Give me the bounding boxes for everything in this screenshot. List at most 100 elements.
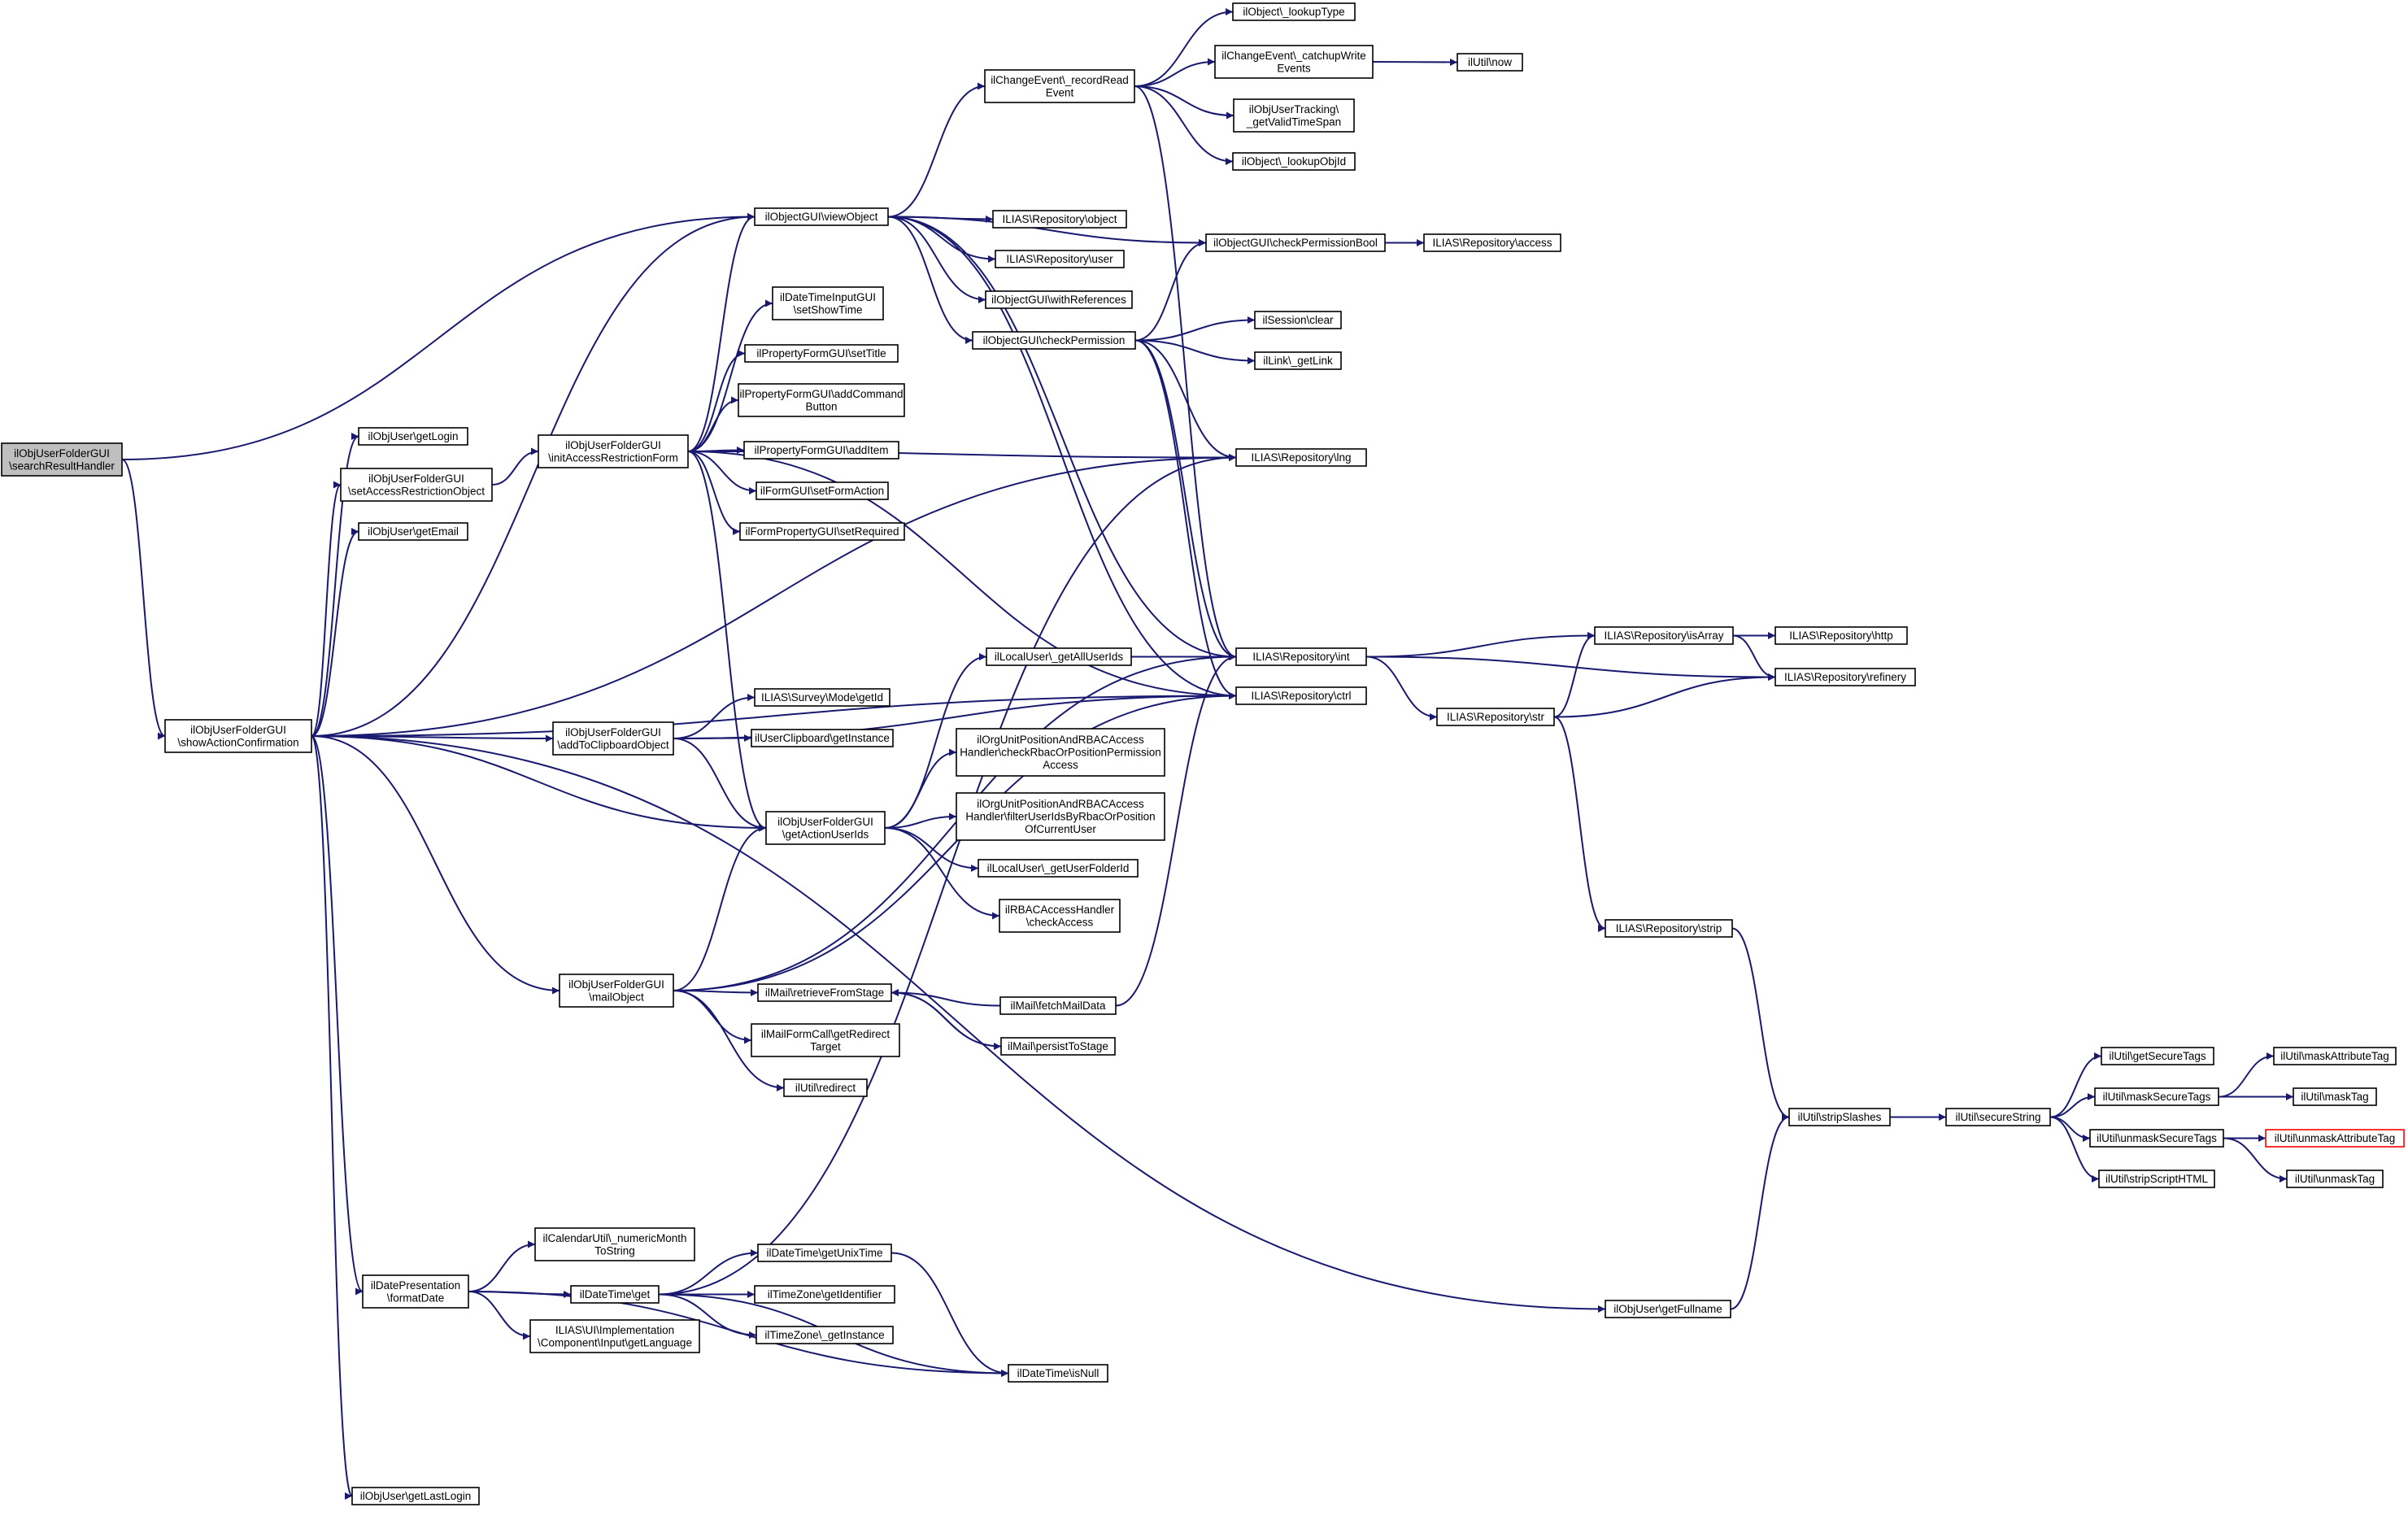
node-viewObj[interactable]: ilObjectGUI\viewObject <box>754 207 889 226</box>
node-sac[interactable]: ilObjUserFolderGUI\showActionConfirmatio… <box>164 719 312 753</box>
node-checkPermBool[interactable]: ilObjectGUI\checkPermissionBool <box>1205 233 1386 252</box>
edge-viewObj-to-checkPermBool <box>887 216 1207 246</box>
node-orgCheck[interactable]: ilOrgUnitPositionAndRBACAccessHandler\ch… <box>956 728 1165 777</box>
node-lookupObjId[interactable]: ilObject\_lookupObjId <box>1232 152 1356 171</box>
node-stripSlashes[interactable]: ilUtil\stripSlashes <box>1788 1108 1891 1126</box>
node-sessClear[interactable]: ilSession\clear <box>1254 311 1342 329</box>
node-dtGetUnix[interactable]: ilDateTime\getUnixTime <box>757 1244 892 1262</box>
node-dtSetShowTime[interactable]: ilDateTimeInputGUI\setShowTime <box>772 286 884 320</box>
node-now[interactable]: ilUtil\now <box>1457 53 1523 72</box>
edge-repoStr-to-repoStrip <box>1553 716 1606 932</box>
edge-dtGet-to-repoLng <box>658 454 1237 1296</box>
node-unmaskSecureTags[interactable]: ilUtil\unmaskSecureTags <box>2089 1129 2224 1148</box>
node-repoStrip[interactable]: ILIAS\Repository\strip <box>1605 919 1733 938</box>
node-label: ilTimeZone\getIdentifier <box>768 1288 882 1300</box>
node-maskSecureTags[interactable]: ilUtil\maskSecureTags <box>2094 1087 2219 1106</box>
node-repoRefinery[interactable]: ILIAS\Repository\refinery <box>1774 668 1916 686</box>
node-getFullname[interactable]: ilObjUser\getFullname <box>1605 1300 1731 1318</box>
node-secureString[interactable]: ilUtil\secureString <box>1945 1108 2051 1126</box>
node-label: \Component\Input\getLanguage <box>538 1336 692 1348</box>
node-fpSetReq[interactable]: ilFormPropertyGUI\setRequired <box>739 522 905 541</box>
node-lookupType[interactable]: ilObject\_lookupType <box>1232 2 1356 21</box>
node-tzGetInst[interactable]: ilTimeZone\_getInstance <box>755 1326 894 1344</box>
node-fSetAction[interactable]: ilFormGUI\setFormAction <box>755 481 889 500</box>
node-checkPerm[interactable]: ilObjectGUI\checkPermission <box>972 331 1136 350</box>
node-unmaskTag[interactable]: ilUtil\unmaskTag <box>2286 1170 2384 1188</box>
node-box <box>995 250 1125 268</box>
edge-checkPerm-to-sessClear <box>1134 316 1256 342</box>
node-box <box>2286 1170 2384 1188</box>
node-getSecureTags[interactable]: ilUtil\getSecureTags <box>2101 1047 2214 1065</box>
node-box <box>755 481 889 500</box>
node-mailRetrieve[interactable]: ilMail\retrieveFromStage <box>757 983 892 1002</box>
node-repoAccess[interactable]: ILIAS\Repository\access <box>1423 233 1561 252</box>
node-repoCtrl[interactable]: ILIAS\Repository\ctrl <box>1235 686 1367 705</box>
edge-viewObj-to-repoInt <box>887 216 1237 660</box>
node-label: ILIAS\Repository\strip <box>1616 922 1722 934</box>
edge-addClip-to-getUserIds <box>673 738 767 832</box>
node-mailObj[interactable]: ilObjUserFolderGUI\mailObject <box>559 974 674 1008</box>
node-pfSetTitle[interactable]: ilPropertyFormGUI\setTitle <box>744 344 899 363</box>
node-box <box>2273 1047 2397 1065</box>
node-label: ilPropertyFormGUI\addItem <box>754 444 888 456</box>
node-getAllUserIds[interactable]: ilLocalUser\_getAllUserIds <box>986 647 1132 666</box>
node-getLink[interactable]: ilLink\_getLink <box>1254 351 1342 370</box>
node-repoIsArray[interactable]: ILIAS\Repository\isArray <box>1594 626 1734 645</box>
node-orgFilter[interactable]: ilOrgUnitPositionAndRBACAccessHandler\fi… <box>956 792 1165 841</box>
node-label: ILIAS\Repository\ctrl <box>1251 690 1351 702</box>
edge-layer <box>121 8 2293 1500</box>
node-label: ilDateTime\getUnixTime <box>766 1247 882 1259</box>
node-pfAddItem[interactable]: ilPropertyFormGUI\addItem <box>743 441 899 460</box>
node-repoHttp[interactable]: ILIAS\Repository\http <box>1774 626 1908 645</box>
node-box <box>999 996 1117 1015</box>
node-label: Target <box>810 1040 841 1052</box>
node-mailFetch[interactable]: ilMail\fetchMailData <box>999 996 1117 1015</box>
node-mailPersist[interactable]: ilMail\persistToStage <box>1000 1037 1116 1056</box>
node-maskAttrTag[interactable]: ilUtil\maskAttributeTag <box>2273 1047 2397 1065</box>
node-initAR[interactable]: ilObjUserFolderGUI\initAccessRestriction… <box>538 434 689 468</box>
node-label: ILIAS\Repository\access <box>1432 237 1552 249</box>
edge-dtGet-to-tzGetInst <box>658 1293 757 1339</box>
node-root[interactable]: ilObjUserFolderGUI\searchResultHandler <box>1 442 123 477</box>
node-withRefs[interactable]: ilObjectGUI\withReferences <box>985 290 1133 309</box>
node-clipGetInst[interactable]: ilUserClipboard\getInstance <box>751 729 894 747</box>
node-label: ilOrgUnitPositionAndRBACAccess <box>977 734 1144 746</box>
node-box <box>765 811 886 845</box>
node-label: ilObject\_lookupType <box>1243 6 1344 18</box>
node-label: ilMail\retrieveFromStage <box>765 987 884 999</box>
node-box <box>164 719 312 753</box>
node-getLogin[interactable]: ilObjUser\getLogin <box>358 427 468 446</box>
edge-recordRead-to-lookupObjId <box>1134 85 1234 165</box>
node-datePres[interactable]: ilDatePresentation\formatDate <box>362 1274 469 1309</box>
node-repoObject[interactable]: ILIAS\Repository\object <box>992 210 1127 229</box>
node-repoStr[interactable]: ILIAS\Repository\str <box>1436 708 1555 726</box>
node-repoInt[interactable]: ILIAS\Repository\int <box>1235 647 1367 666</box>
node-unmaskAttrTag[interactable]: ilUtil\unmaskAttributeTag <box>2265 1129 2405 1148</box>
node-addClip[interactable]: ilObjUserFolderGUI\addToClipboardObject <box>552 721 674 756</box>
node-maskTag[interactable]: ilUtil\maskTag <box>2293 1087 2377 1106</box>
node-rbacCheck[interactable]: ilRBACAccessHandler\checkAccess <box>999 899 1121 933</box>
node-label: ILIAS\Repository\str <box>1447 711 1545 723</box>
node-utilRedirect[interactable]: ilUtil\redirect <box>783 1078 868 1097</box>
node-tzGetId[interactable]: ilTimeZone\getIdentifier <box>754 1285 895 1304</box>
edge-repoInt-to-repoIsArray <box>1365 632 1596 658</box>
node-getUserFolderId[interactable]: ilLocalUser\_getUserFolderId <box>978 859 1139 878</box>
node-repoLng[interactable]: ILIAS\Repository\lng <box>1235 448 1367 467</box>
node-stripScriptHTML[interactable]: ilUtil\stripScriptHTML <box>2098 1170 2215 1188</box>
node-dtIsNull[interactable]: ilDateTime\isNull <box>1008 1364 1108 1383</box>
node-getUserIds[interactable]: ilObjUserFolderGUI\getActionUserIds <box>765 811 886 845</box>
node-lastLogin[interactable]: ilObjUser\getLastLogin <box>351 1487 480 1505</box>
node-label: ILIAS\UI\Implementation <box>555 1324 674 1336</box>
node-setAR[interactable]: ilObjUserFolderGUI\setAccessRestrictionO… <box>340 468 493 502</box>
node-validTime[interactable]: ilObjUserTracking\_getValidTimeSpan <box>1233 98 1355 133</box>
node-repoUser[interactable]: ILIAS\Repository\user <box>995 250 1125 268</box>
node-getEmail[interactable]: ilObjUser\getEmail <box>358 522 468 541</box>
node-uiGetLang[interactable]: ILIAS\UI\Implementation\Component\Input\… <box>529 1319 700 1353</box>
node-surveyGetId[interactable]: ILIAS\Survey\Mode\getId <box>754 688 890 707</box>
node-dtGet[interactable]: ilDateTime\get <box>570 1285 660 1304</box>
